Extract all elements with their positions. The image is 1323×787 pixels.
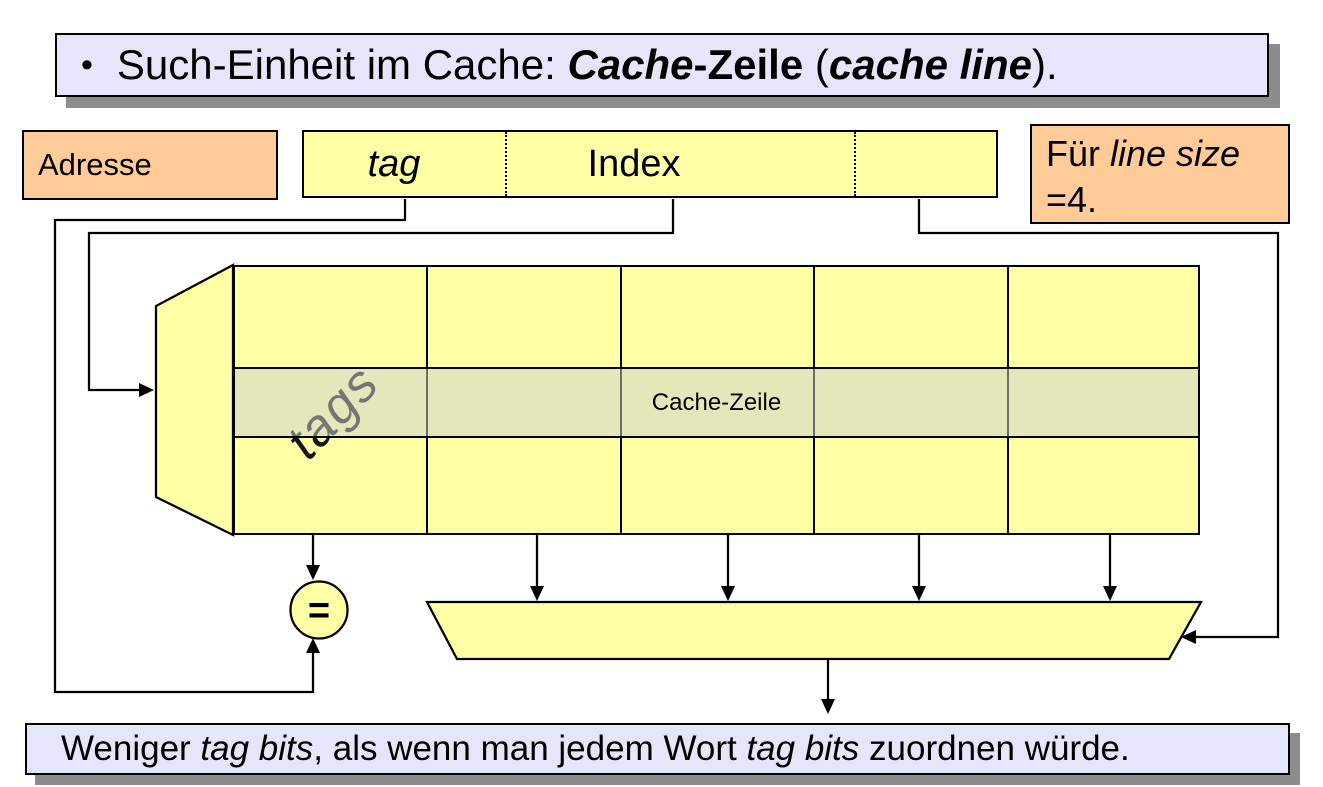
bottom-note-text: Weniger tag bits, als wenn man jedem Wor… [61,729,1130,768]
comparator-equals: = [308,590,330,632]
cache-line-label: Cache-Zeile [651,388,782,416]
tag-field-label: tag [367,142,421,185]
note-line-2: =4. [1046,179,1098,221]
field-divider [854,132,856,196]
arrowhead-down-icon [1103,586,1117,601]
field-divider [505,132,507,196]
comparator-circle [289,580,349,640]
line-size-note-box: Für line size =4. [1030,124,1290,224]
title-box: • Such-Einheit im Cache: Cache-Zeile (ca… [55,33,1269,97]
multiplexer-shape [425,600,1203,661]
note-line-1: Für line size [1046,133,1241,174]
bullet-icon: • [81,45,93,84]
grid-row-line [235,436,1198,438]
arrowhead-down-icon [306,565,320,580]
arrowhead-down-icon [912,586,926,601]
tags-funnel-shape [154,263,235,537]
adresse-label: Adresse [38,147,152,182]
arrowhead-down-icon [821,699,835,714]
address-field-bar: tag Index [302,130,998,198]
arrowhead-left-icon [1181,630,1196,644]
cache-grid: tags Cache-Zeile [233,265,1200,535]
arrowhead-down-icon [721,586,735,601]
arrowhead-right-icon [139,383,154,397]
arrowhead-down-icon [530,586,544,601]
adresse-box: Adresse [22,130,278,200]
grid-row-line [235,367,1198,369]
arrowhead-up-icon [306,638,320,653]
index-field-label: Index [587,142,681,185]
bottom-note-box: Weniger tag bits, als wenn man jedem Wor… [25,723,1290,775]
title-text: Such-Einheit im Cache: Cache-Zeile (cach… [116,41,1058,88]
